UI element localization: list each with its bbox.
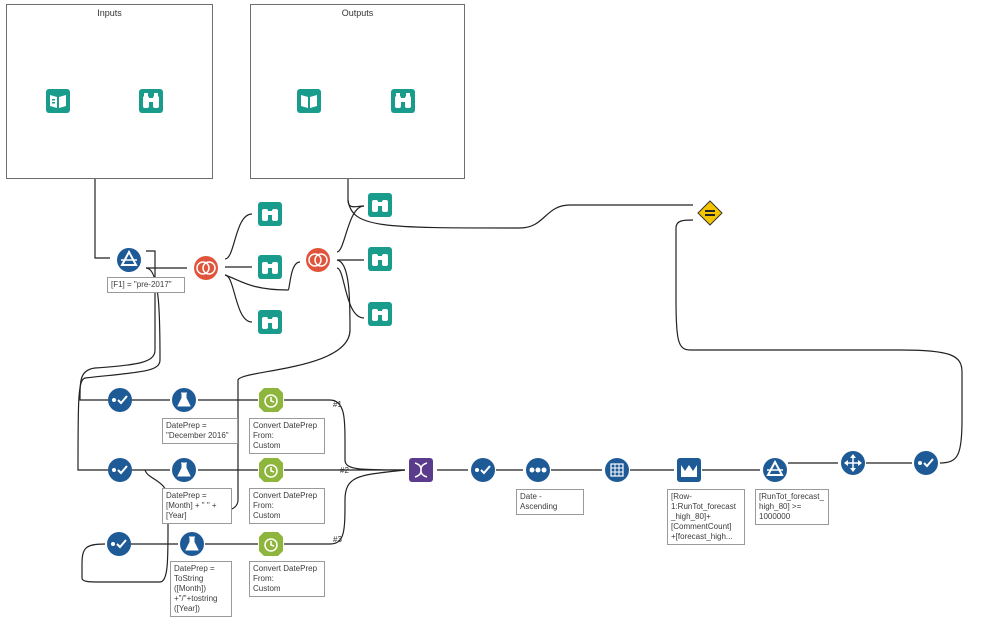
triangle-filter-icon bbox=[117, 248, 141, 272]
filter-tool-main[interactable] bbox=[116, 247, 142, 273]
equals-test-icon bbox=[697, 200, 723, 226]
browse-tool-5[interactable] bbox=[257, 309, 283, 335]
binoculars-icon bbox=[139, 89, 163, 113]
clock-icon bbox=[259, 458, 283, 482]
binoculars-icon bbox=[258, 310, 282, 334]
select-tool-2[interactable] bbox=[107, 457, 133, 483]
grid-multirow-icon bbox=[605, 458, 629, 482]
formula-tool-2[interactable] bbox=[171, 457, 197, 483]
checkmark-icon bbox=[108, 458, 132, 482]
sample-tool[interactable] bbox=[840, 450, 866, 476]
formula-tool-1[interactable] bbox=[171, 387, 197, 413]
dots-sort-icon bbox=[526, 458, 550, 482]
datetime-tool-1[interactable] bbox=[258, 387, 284, 413]
annotation-datetime-2: Convert DatePrep From: Custom bbox=[249, 488, 325, 524]
annotation-filter-main: [F1] = "pre-2017" bbox=[107, 277, 185, 293]
sort-tool[interactable] bbox=[525, 457, 551, 483]
arrows-icon bbox=[841, 451, 865, 475]
browse-tool-8[interactable] bbox=[367, 301, 393, 327]
annotation-sort: Date - Ascending bbox=[516, 489, 584, 515]
dna-union-icon bbox=[409, 458, 433, 482]
formula-tool-3[interactable] bbox=[179, 531, 205, 557]
triangle-filter-icon bbox=[763, 458, 787, 482]
running-total-tool[interactable] bbox=[676, 457, 702, 483]
annotation-formula-3: DatePrep = ToString ([Month]) +"/"+tostr… bbox=[170, 561, 232, 617]
datetime-tool-2[interactable] bbox=[258, 457, 284, 483]
binoculars-icon bbox=[391, 89, 415, 113]
binoculars-icon bbox=[368, 302, 392, 326]
browse-tool-4[interactable] bbox=[257, 254, 283, 280]
join-tool-1[interactable] bbox=[193, 255, 219, 281]
book-icon bbox=[297, 89, 321, 113]
outputs-container[interactable]: Outputs bbox=[250, 4, 465, 179]
join-tool-2[interactable] bbox=[305, 247, 331, 273]
binoculars-icon bbox=[368, 247, 392, 271]
annotation-datetime-1: Convert DatePrep From: Custom bbox=[249, 418, 325, 454]
annotation-formula-2: DatePrep = [Month] + " " + [Year] bbox=[162, 488, 232, 524]
union-tool[interactable] bbox=[408, 457, 434, 483]
flask-icon bbox=[180, 532, 204, 556]
browse-tool-6[interactable] bbox=[367, 192, 393, 218]
multirow-formula-tool[interactable] bbox=[604, 457, 630, 483]
checkmark-icon bbox=[471, 458, 495, 482]
filter-tool-end[interactable] bbox=[762, 457, 788, 483]
checkmark-icon bbox=[107, 532, 131, 556]
select-tool-5[interactable] bbox=[913, 450, 939, 476]
union-label-3: #3 bbox=[333, 535, 342, 544]
browse-tool-3[interactable] bbox=[257, 201, 283, 227]
flask-icon bbox=[172, 388, 196, 412]
select-tool-3[interactable] bbox=[106, 531, 132, 557]
annotation-filter-end: [RunTot_forecast_ high_80] >= 1000000 bbox=[755, 489, 829, 525]
inputs-container-title: Inputs bbox=[97, 8, 122, 18]
inputs-container[interactable]: Inputs bbox=[6, 4, 213, 179]
join-circle-icon bbox=[194, 256, 218, 280]
flask-icon bbox=[172, 458, 196, 482]
binoculars-icon bbox=[368, 193, 392, 217]
annotation-datetime-3: Convert DatePrep From: Custom bbox=[249, 561, 325, 597]
input-data-tool-1[interactable] bbox=[45, 88, 71, 114]
checkmark-icon bbox=[108, 388, 132, 412]
select-tool-4[interactable] bbox=[470, 457, 496, 483]
book-icon bbox=[46, 89, 70, 113]
browse-tool-7[interactable] bbox=[367, 246, 393, 272]
input-data-tool-2[interactable] bbox=[296, 88, 322, 114]
union-label-1: #1 bbox=[333, 400, 342, 409]
chart-icon bbox=[677, 458, 701, 482]
join-circle-icon bbox=[306, 248, 330, 272]
binoculars-icon bbox=[258, 255, 282, 279]
browse-tool-2[interactable] bbox=[390, 88, 416, 114]
select-tool-1[interactable] bbox=[107, 387, 133, 413]
datetime-tool-3[interactable] bbox=[258, 531, 284, 557]
clock-icon bbox=[259, 532, 283, 556]
browse-tool-1[interactable] bbox=[138, 88, 164, 114]
binoculars-icon bbox=[258, 202, 282, 226]
union-label-2: #2 bbox=[340, 466, 349, 475]
annotation-multirow: [Row- 1:RunTot_forecast _high_80]+ [Comm… bbox=[667, 489, 745, 545]
annotation-formula-1: DatePrep = "December 2016" bbox=[162, 418, 238, 444]
checkmark-icon bbox=[914, 451, 938, 475]
outputs-container-title: Outputs bbox=[341, 8, 374, 18]
test-tool[interactable] bbox=[697, 200, 723, 226]
clock-icon bbox=[259, 388, 283, 412]
